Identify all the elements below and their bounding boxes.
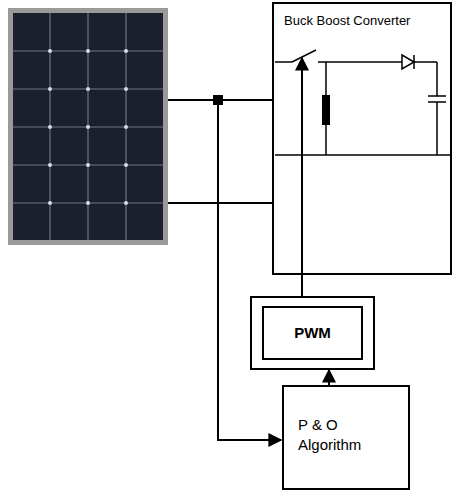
cell-dot [124, 125, 128, 129]
pwm-box: PWM [250, 296, 375, 370]
cell-dot [48, 201, 52, 205]
panel-frame [8, 8, 168, 245]
panel-grid [13, 13, 163, 240]
wire [275, 61, 292, 63]
node-label: Buck Boost Converter [284, 12, 450, 30]
junction-dot [213, 95, 223, 105]
wire [318, 61, 402, 63]
signal-arrow [301, 58, 303, 296]
panel-dots [48, 49, 128, 205]
cell-dot [124, 163, 128, 167]
converter-box: Buck Boost Converter [272, 2, 452, 275]
diode-symbol [402, 55, 414, 69]
switch-symbol [292, 50, 316, 62]
cell-dot [86, 87, 90, 91]
cell-dot [86, 201, 90, 205]
node-label: P & O Algorithm [298, 415, 388, 456]
inductor-symbol [322, 95, 330, 125]
signal-arrow [328, 370, 330, 385]
cell-dot [86, 125, 90, 129]
cell-dot [124, 201, 128, 205]
wire [436, 102, 438, 155]
wires [168, 100, 281, 440]
cell-dot [48, 125, 52, 129]
solar-panel [8, 8, 168, 245]
capacitor-plate [428, 95, 446, 97]
cell-dot [124, 87, 128, 91]
cell-dot [48, 163, 52, 167]
cell-dot [48, 87, 52, 91]
negative-wire [168, 202, 273, 204]
panel-cells [13, 13, 163, 240]
cell-dot [124, 49, 128, 53]
pwm-inner-box: PWM [262, 306, 363, 360]
cell-dot [86, 49, 90, 53]
cell-dot [48, 49, 52, 53]
node-label: PWM [294, 323, 331, 343]
cell-dot [86, 163, 90, 167]
wire [414, 61, 437, 63]
wire [436, 62, 438, 96]
algorithm-box: P & O Algorithm [282, 385, 410, 490]
